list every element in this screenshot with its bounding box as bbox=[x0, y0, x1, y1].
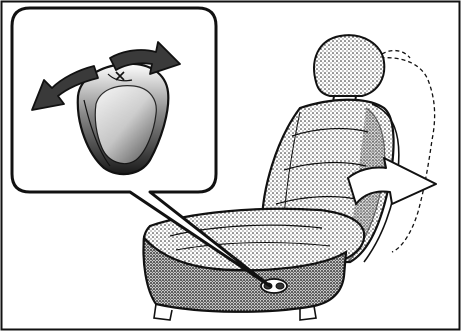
headrest bbox=[314, 35, 384, 96]
